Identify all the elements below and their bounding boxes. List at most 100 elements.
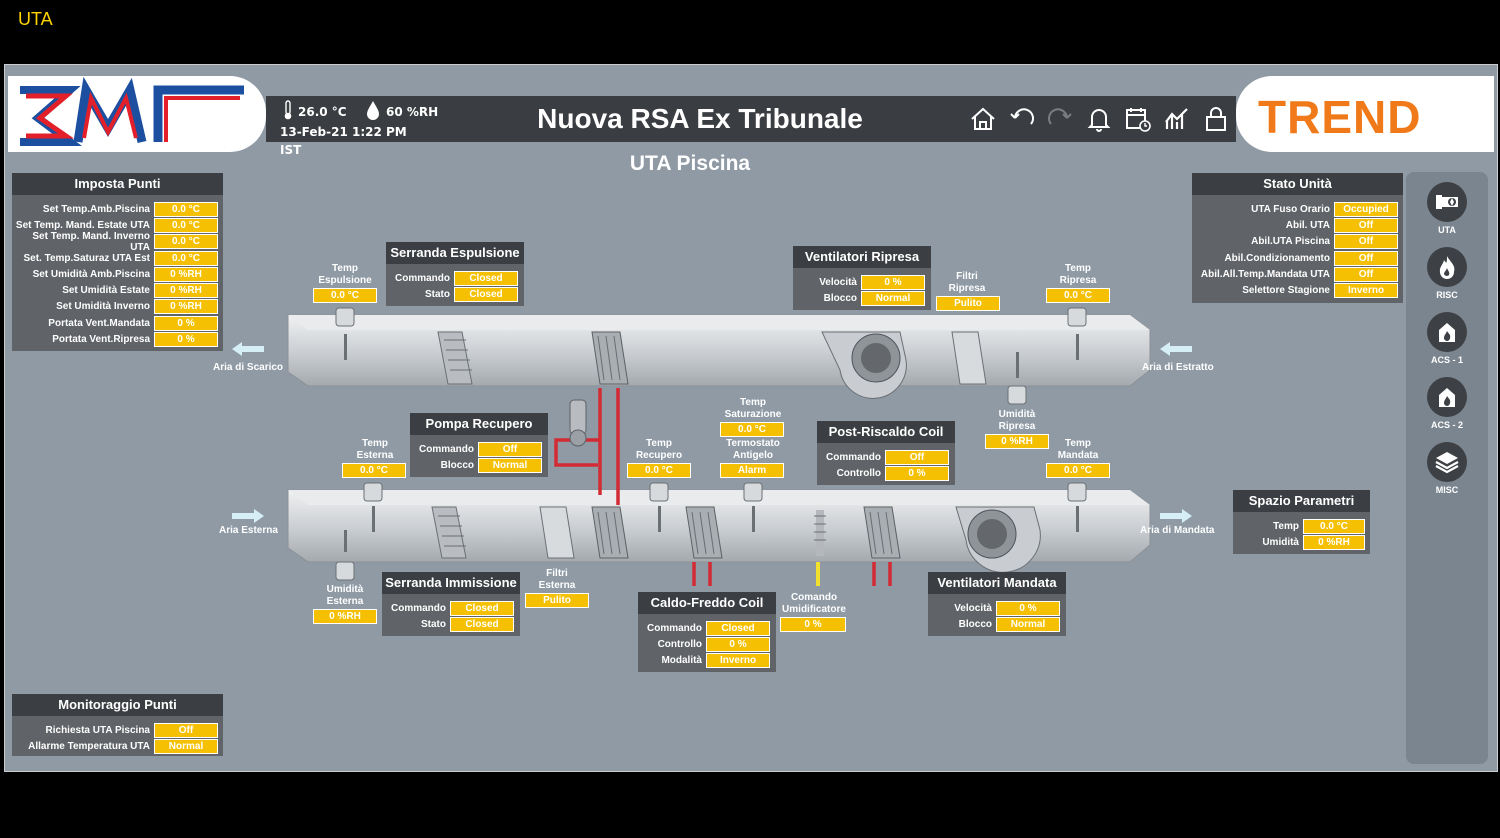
param-value[interactable]: 0 %RH (154, 266, 218, 282)
param-row: Portata Vent.Mandata 0 % (12, 315, 223, 331)
param-label: Set Temp. Mand. Estate UTA (15, 219, 150, 231)
param-value[interactable]: Normal (861, 290, 925, 306)
arrow-left-icon (1160, 342, 1192, 361)
serranda-immissione-title: Serranda Immissione (382, 572, 520, 594)
sidebar-item-acs2[interactable]: ACS - 2 (1406, 377, 1488, 442)
sensor-value-temp-esterna[interactable]: 0.0 °C (342, 463, 406, 478)
param-label: Set Umidità Amb.Piscina (32, 268, 150, 280)
airflow-scarico: Aria di Scarico (213, 362, 284, 373)
param-value[interactable]: Occupied (1334, 201, 1398, 217)
recovery-pump (569, 399, 587, 447)
forward-icon[interactable] (1046, 104, 1076, 134)
param-label: Commando (419, 443, 474, 455)
imposta-punti-title: Imposta Punti (12, 173, 223, 195)
intake-damper (431, 506, 467, 559)
ventilatori-mandata-title: Ventilatori Mandata (928, 572, 1066, 594)
param-label: Stato (425, 288, 450, 300)
param-value[interactable]: 0.0 °C (1303, 518, 1365, 534)
calendar-icon[interactable] (1123, 104, 1153, 134)
page-title: UTA Piscina (629, 152, 751, 175)
project-title: Nuova RSA Ex Tribunale (537, 103, 863, 134)
param-value[interactable]: 0 % (885, 465, 949, 481)
stato-unita-title: Stato Unità (1192, 173, 1403, 195)
sidebar-item-uta[interactable]: UTA (1406, 182, 1488, 247)
param-value[interactable]: 0.0 °C (154, 234, 218, 250)
home-icon[interactable] (968, 104, 998, 134)
param-label: Portata Vent.Mandata (48, 317, 150, 329)
spazio-parametri-title: Spazio Parametri (1233, 490, 1370, 512)
sidebar-item-risc[interactable]: RISC (1406, 247, 1488, 312)
param-value[interactable]: Off (1334, 234, 1398, 250)
ventilatori-ripresa-title: Ventilatori Ripresa (793, 246, 931, 268)
param-value[interactable]: Closed (454, 286, 518, 302)
param-label: Commando (647, 622, 702, 634)
sensor-value-filtri-esterna[interactable]: Pulito (525, 593, 589, 608)
param-value[interactable]: 0 % (861, 274, 925, 290)
param-value[interactable]: Closed (450, 616, 514, 632)
param-value[interactable]: 0 %RH (154, 299, 218, 315)
sensor-value-umidita-ripresa[interactable]: 0 %RH (985, 434, 1049, 449)
sensor-value-termostato-antigelo[interactable]: Alarm (720, 463, 784, 478)
bell-icon[interactable] (1084, 104, 1114, 134)
param-value[interactable]: Off (1334, 250, 1398, 266)
param-value[interactable]: Inverno (706, 653, 770, 669)
param-value[interactable]: 0 %RH (1303, 534, 1365, 550)
back-icon[interactable] (1006, 104, 1036, 134)
param-value[interactable]: Off (1334, 217, 1398, 233)
param-value[interactable]: Normal (154, 738, 218, 754)
param-label: Set Umidità Estate (62, 285, 150, 297)
param-value[interactable]: 0 % (154, 332, 218, 348)
param-value[interactable]: Closed (450, 600, 514, 616)
sidebar-item-acs1[interactable]: ACS - 1 (1406, 312, 1488, 377)
monitoraggio-title: Monitoraggio Punti (12, 694, 223, 716)
sensor-value-temp-saturazione[interactable]: 0.0 °C (720, 422, 784, 437)
param-value[interactable]: 0 % (706, 636, 770, 652)
sidebar-item-label: ACS - 2 (1430, 420, 1463, 430)
param-value[interactable]: Closed (454, 270, 518, 286)
param-value[interactable]: Inverno (1334, 283, 1398, 299)
sensor-value-filtri-ripresa[interactable]: Pulito (936, 296, 1000, 311)
param-value[interactable]: 0.0 °C (154, 250, 218, 266)
param-value[interactable]: Off (885, 449, 949, 465)
param-value[interactable]: Normal (478, 457, 542, 473)
param-label: Set Temp. Mand. Inverno UTA (32, 230, 150, 253)
ahu-icon (1427, 182, 1467, 222)
param-value[interactable]: 0 %RH (154, 283, 218, 299)
sensor-value-umidita-esterna[interactable]: 0 %RH (313, 609, 377, 624)
supply-fan (955, 506, 1041, 573)
param-value[interactable]: Normal (996, 616, 1060, 632)
return-fan (821, 331, 907, 399)
param-value[interactable]: Off (478, 441, 542, 457)
param-value[interactable]: 0.0 °C (154, 201, 218, 217)
sidebar-item-misc[interactable]: MISC (1406, 442, 1488, 507)
sensor-value-comando-umidificatore[interactable]: 0 % (780, 617, 846, 632)
sensor-value-temp-ripresa[interactable]: 0.0 °C (1046, 288, 1110, 303)
param-value[interactable]: 0.0 °C (154, 217, 218, 233)
param-row: Stato Closed (386, 286, 524, 302)
param-value[interactable]: 0 % (996, 600, 1060, 616)
sensor-value-temp-mandata[interactable]: 0.0 °C (1046, 463, 1110, 478)
sidebar-item-label: UTA (1438, 225, 1456, 235)
sensor-value-temp-recupero[interactable]: 0.0 °C (627, 463, 691, 478)
sensor-label-temp-ripresa: Temp Ripresa (1059, 263, 1097, 286)
chart-icon[interactable] (1162, 104, 1192, 134)
lock-icon[interactable] (1201, 104, 1231, 134)
param-value[interactable]: Off (1334, 266, 1398, 282)
param-value[interactable]: Off (154, 722, 218, 738)
sensor-value-temp-espulsione[interactable]: 0.0 °C (313, 288, 377, 303)
water-heater-icon (1427, 312, 1467, 352)
param-value[interactable]: Closed (706, 620, 770, 636)
param-value[interactable]: 0 % (154, 315, 218, 331)
